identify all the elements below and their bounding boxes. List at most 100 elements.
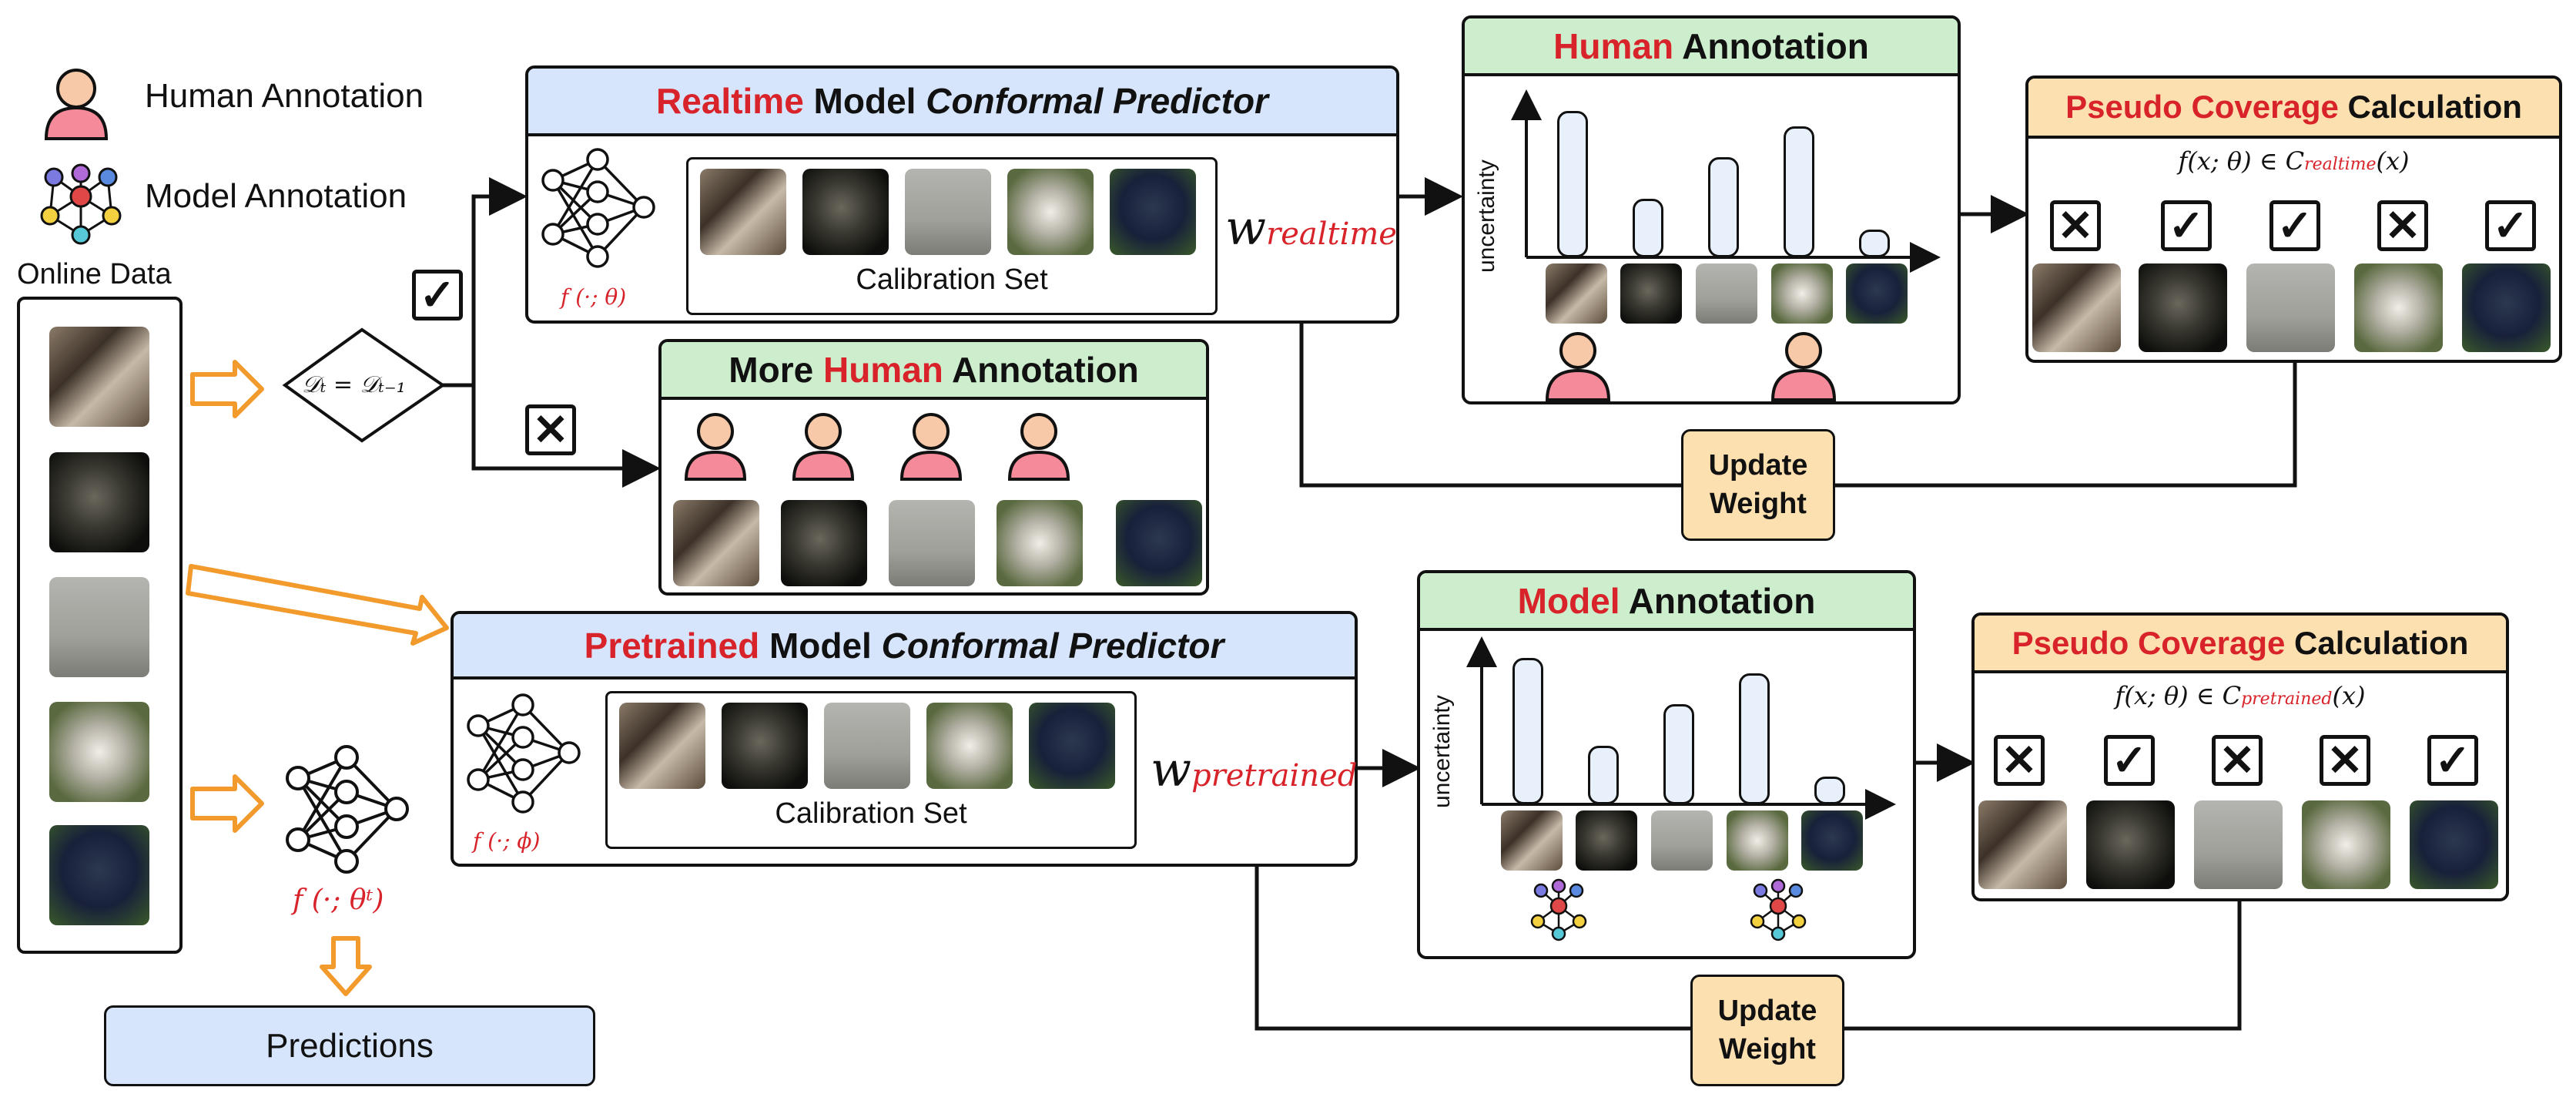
coverage-realtime-mark-5: ✓ — [2485, 200, 2536, 251]
human-annotation-axes — [1511, 89, 1941, 273]
more-human-image-dog — [1116, 500, 1202, 586]
pre-calib-image-stork — [824, 703, 910, 789]
model-uncertainty-bar-3 — [1663, 704, 1694, 804]
pretrained-calibration-label: Calibration Set — [775, 797, 967, 830]
human-annotation-image-bird — [1546, 263, 1607, 324]
decision-yes-check: ✓ — [412, 270, 463, 320]
orange-arrow-3 — [190, 774, 264, 833]
coverage-realtime-image-stork — [2246, 263, 2335, 352]
pretrained-predictor-header: Pretrained Model Conformal Predictor — [454, 614, 1355, 680]
coverage-pretrained-image-dog — [2410, 800, 2498, 889]
coverage-pretrained-mark-3: ✕ — [2212, 735, 2263, 786]
coverage-realtime-image-koala — [2354, 263, 2443, 352]
legend-model-icon — [39, 162, 123, 247]
realtime-predictor-header: Realtime Model Conformal Predictor — [528, 69, 1396, 136]
coverage-realtime-panel: Pseudo Coverage Calculation f(x; θ) ∈ Cr… — [2025, 76, 2562, 363]
legend-human-icon — [40, 65, 113, 143]
pretrained-weight-label: wpretrained — [1151, 741, 1358, 797]
online-image-stork — [49, 577, 149, 677]
online-model-network-icon — [281, 743, 412, 874]
calib-image-koala — [1007, 169, 1094, 255]
more-human-header: More Human Annotation — [662, 342, 1206, 400]
model-annotation-axes — [1466, 636, 1896, 820]
orange-arrow-1 — [190, 360, 264, 418]
calib-image-cat — [802, 169, 889, 255]
model-uncertainty-bar-2 — [1588, 746, 1619, 804]
model-annotation-image-stork — [1651, 810, 1713, 871]
model-annotation-image-dog — [1801, 810, 1863, 871]
coverage-pretrained-image-stork — [2194, 800, 2283, 889]
human-annotation-panel: Human Annotation uncertainty — [1462, 15, 1961, 404]
pre-calib-image-dog — [1029, 703, 1115, 789]
more-human-image-bird — [673, 500, 759, 586]
pre-calib-image-koala — [926, 703, 1013, 789]
coverage-pretrained-image-cat — [2086, 800, 2175, 889]
decision-no-cross: ✕ — [525, 404, 576, 455]
model-annotation-image-koala — [1727, 810, 1788, 871]
realtime-network-icon — [536, 146, 659, 269]
calib-image-dog — [1110, 169, 1196, 255]
coverage-realtime-mark-3: ✓ — [2269, 200, 2320, 251]
human-annotation-image-koala — [1771, 263, 1833, 324]
model-annotation-header: Model Annotation — [1420, 573, 1913, 631]
coverage-pretrained-mark-5: ✓ — [2427, 735, 2478, 786]
legend-human-label: Human Annotation — [145, 77, 424, 115]
coverage-pretrained-formula: f(x; θ) ∈ Cpretrained(x) — [2115, 681, 2366, 710]
online-image-cat — [49, 452, 149, 552]
realtime-calibration-label: Calibration Set — [856, 263, 1048, 296]
coverage-realtime-mark-4: ✕ — [2377, 200, 2428, 251]
online-data-title: Online Data — [17, 258, 172, 290]
model-annotation-image-cat — [1576, 810, 1637, 871]
coverage-pretrained-image-bird — [1978, 800, 2067, 889]
pretrained-network-icon — [461, 691, 585, 814]
more-human-image-stork — [889, 500, 975, 586]
coverage-pretrained-image-koala — [2302, 800, 2390, 889]
human-annotation-image-cat — [1620, 263, 1682, 324]
human-uncertainty-bar-2 — [1633, 199, 1663, 257]
more-human-image-cat — [781, 500, 867, 586]
online-data-panel — [17, 297, 183, 954]
human-uncertainty-bar-5 — [1859, 230, 1890, 257]
coverage-pretrained-mark-2: ✓ — [2104, 735, 2155, 786]
decision-diamond — [282, 327, 446, 443]
branch-yes-arrow — [443, 177, 528, 388]
branch-no-arrow — [471, 385, 661, 488]
more-human-person-icons — [677, 410, 1139, 483]
coverage-pretrained-panel: Pseudo Coverage Calculation f(x; θ) ∈ Cp… — [1971, 612, 2509, 901]
more-human-image-koala — [997, 500, 1083, 586]
predictions-box: Predictions — [104, 1005, 595, 1086]
human-annotation-image-stork — [1696, 263, 1757, 324]
calib-image-stork — [905, 169, 991, 255]
coverage-realtime-mark-2: ✓ — [2161, 200, 2212, 251]
online-image-bird — [49, 327, 149, 427]
pre-calib-image-bird — [619, 703, 705, 789]
decision-condition: 𝒟ₜ = 𝒟ₜ₋₁ — [302, 371, 406, 398]
orange-arrow-2 — [186, 564, 449, 646]
human-uncertainty-bar-3 — [1708, 157, 1739, 257]
model-uncertainty-bar-5 — [1814, 777, 1845, 804]
online-image-koala — [49, 702, 149, 802]
model-annotation-panel: Model Annotation uncertainty — [1417, 570, 1916, 959]
human-annotation-header: Human Annotation — [1465, 18, 1958, 76]
pretrained-calibration-set: Calibration Set — [605, 691, 1137, 849]
pre-calib-image-cat — [722, 703, 808, 789]
more-human-panel: More Human Annotation — [658, 339, 1209, 596]
calib-image-bird — [700, 169, 786, 255]
realtime-predictor-panel: Realtime Model Conformal Predictor f (·;… — [525, 65, 1399, 324]
human-uncertainty-bar-4 — [1784, 126, 1814, 257]
pretrained-function-label: f (·; ϕ) — [473, 828, 541, 854]
orange-arrow-down — [320, 936, 372, 996]
coverage-realtime-image-cat — [2139, 263, 2227, 352]
coverage-realtime-formula: f(x; θ) ∈ Crealtime(x) — [2178, 146, 2410, 176]
model-annotation-network-icons — [1493, 877, 1847, 955]
human-annotation-image-dog — [1846, 263, 1908, 324]
coverage-pretrained-mark-1: ✕ — [1994, 735, 2045, 786]
coverage-realtime-image-bird — [2032, 263, 2121, 352]
coverage-realtime-image-dog — [2462, 263, 2551, 352]
coverage-pretrained-header: Pseudo Coverage Calculation — [1975, 616, 2506, 673]
coverage-pretrained-mark-4: ✕ — [2320, 735, 2370, 786]
model-uncertainty-bar-4 — [1739, 673, 1770, 804]
coverage-realtime-header: Pseudo Coverage Calculation — [2028, 79, 2559, 139]
